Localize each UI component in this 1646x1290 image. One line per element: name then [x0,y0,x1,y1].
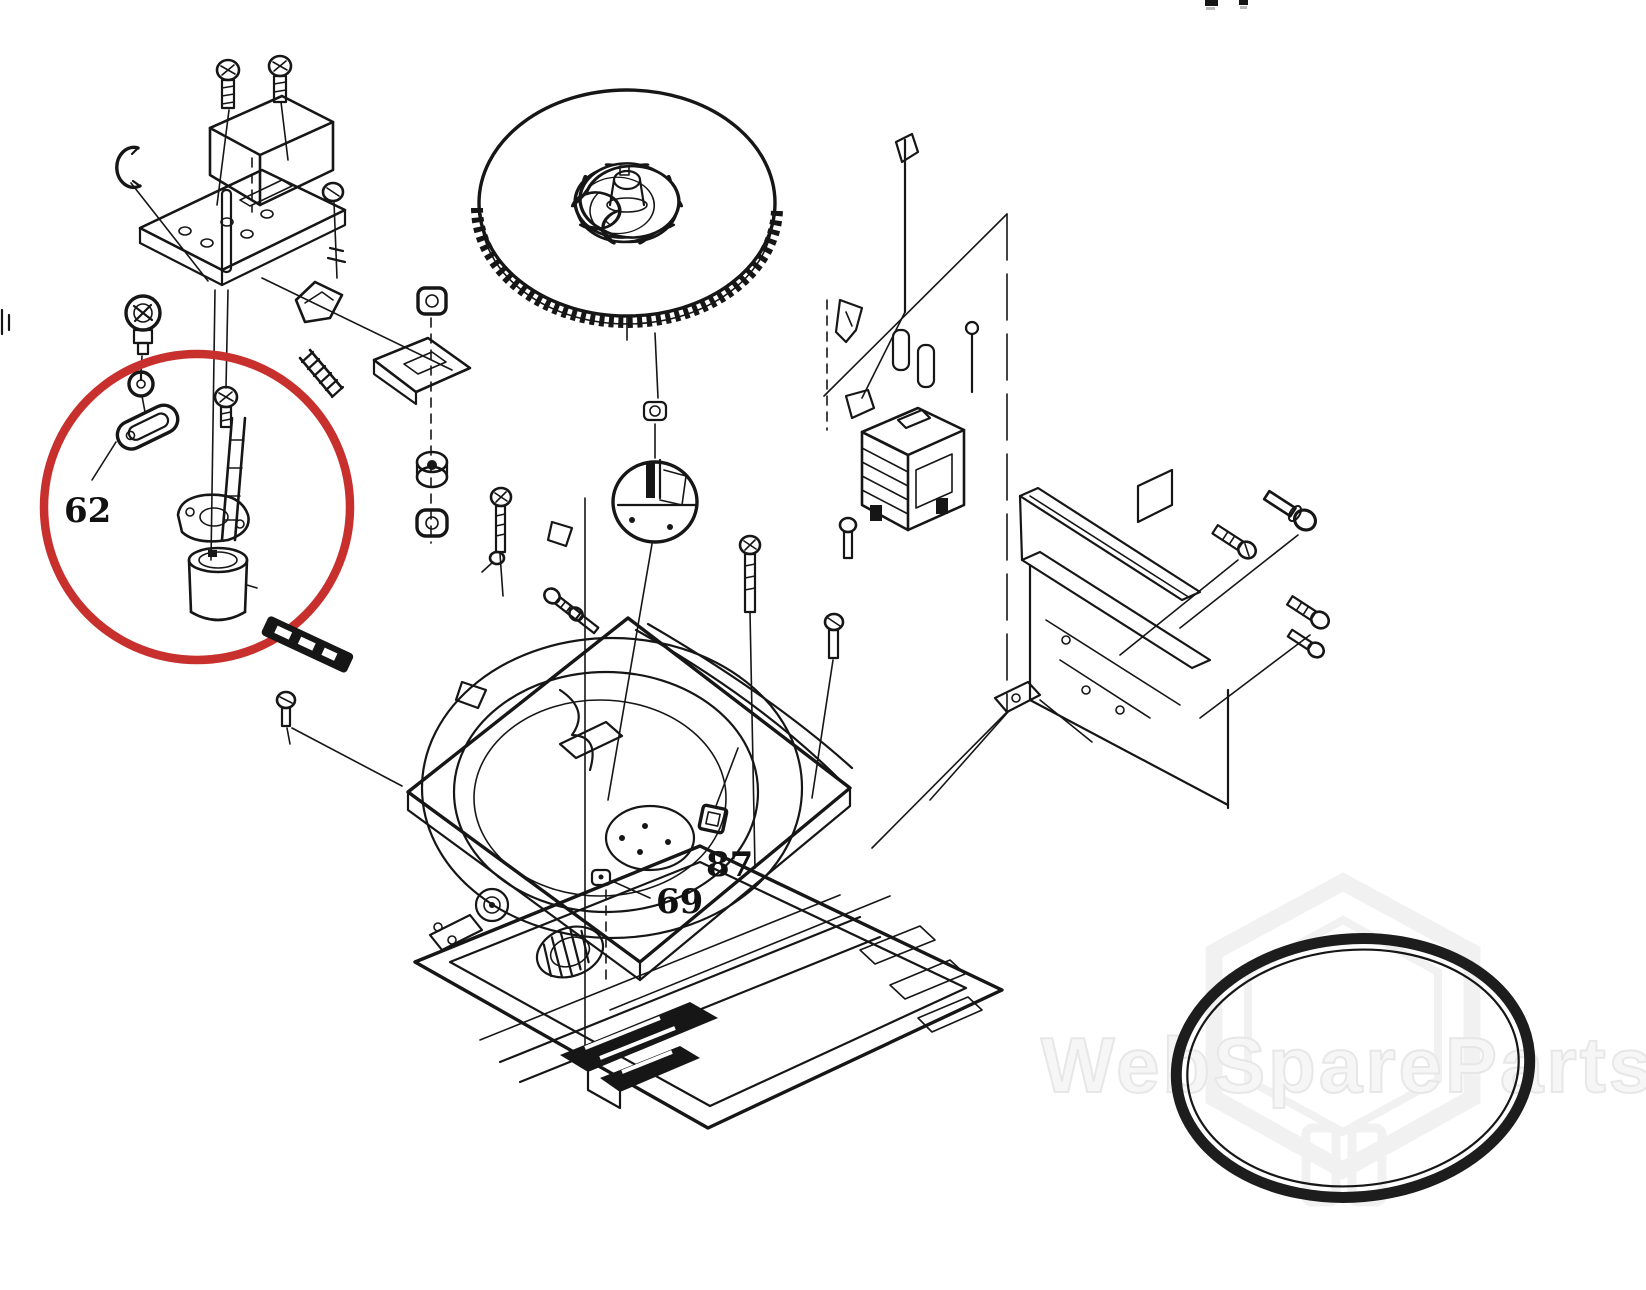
highlight-circle [39,349,355,665]
scan-artifacts [0,0,1248,336]
pin-icon [964,320,980,394]
push-rod [861,132,920,399]
pcb-strip [261,616,403,787]
base-foot [176,493,250,543]
leader-line [291,727,403,787]
scan-artifact [1240,6,1247,9]
screw-icon [1286,628,1326,659]
front-bracket [560,1002,718,1110]
bracket-plate [372,336,472,406]
screw-icon [811,612,845,799]
watermark-shield-icon [1205,872,1481,1180]
screw-icon [738,534,762,869]
rear-panel-assembly [1018,468,1331,810]
screw-icon [267,54,293,161]
leader-line [1119,559,1239,656]
damper-icon [916,343,936,389]
belt-outer [1170,933,1536,1203]
leader-line [1179,534,1299,629]
clip-icon [844,388,876,420]
watermark-bar [1301,1123,1341,1207]
screw-icon [275,690,297,745]
pulley-knob-icon [124,294,162,373]
idler-pulley-icon [474,887,510,923]
retaining-clip-icon [115,145,209,282]
screw-icon [213,385,239,429]
leader-line [654,332,659,399]
nut-icon [642,400,668,422]
leader-line [91,441,117,481]
grommet-stack [372,286,472,544]
transformer-icon [860,406,966,532]
spring-icon [300,350,345,399]
screw-icon [1262,489,1318,532]
screw-icon [489,486,513,597]
screw-icon [1211,524,1258,560]
scan-artifact [1206,7,1215,10]
watermark-text: WebSpareParts [1041,1021,1646,1109]
leader-line [1199,634,1311,719]
screw-icon [543,587,582,621]
center-hub [606,165,648,213]
part-label-62: 62 [64,491,111,531]
main-chassis: 87 69 [406,616,854,986]
disc-clamper [607,400,699,801]
top-bracket-assembly [115,54,453,561]
screw-icon [481,550,506,573]
screw-icon [215,58,241,206]
mount-bracket [138,94,453,561]
screw-icon [1285,595,1331,630]
motor-icon [187,546,258,622]
lever-and-spring [294,280,345,399]
disc-carousel [471,88,783,399]
watermark-bar [1347,1123,1387,1207]
scan-artifact [1239,0,1248,5]
nut-icon [416,286,448,316]
e-ring-icon [127,370,155,413]
solenoid-assembly-box [823,132,1093,849]
screw-icon [838,516,858,560]
platter-well [420,636,804,940]
scan-artifact [1205,0,1218,6]
rubber-drive-belt [1170,933,1536,1203]
corner-bracket [929,680,1093,801]
clip-icon [834,298,864,344]
panel-tab [1136,468,1174,524]
screw-icon [321,181,347,279]
belt-inner-edge [1186,948,1520,1188]
slider-bracket [176,416,250,543]
clip-icon [546,520,574,548]
part-label-69: 69 [656,882,703,922]
part-69: 69 [590,868,703,986]
webspareparts-watermark: WebSpareParts [1040,872,1646,1207]
rubber-grommet-icon [415,450,449,489]
washer-icon [415,508,449,538]
leader-line [715,747,739,807]
guide-pin [220,188,233,274]
screw-icon [568,606,600,635]
middle-screws [481,486,845,1056]
damper-icon [891,328,911,372]
link-part-62 [115,403,180,451]
gear-hatch [535,925,605,979]
highlighted-assembly: 62 [39,294,355,665]
base-frame [413,844,1004,1130]
leader-line [607,543,653,801]
spindle-hub [604,804,696,872]
